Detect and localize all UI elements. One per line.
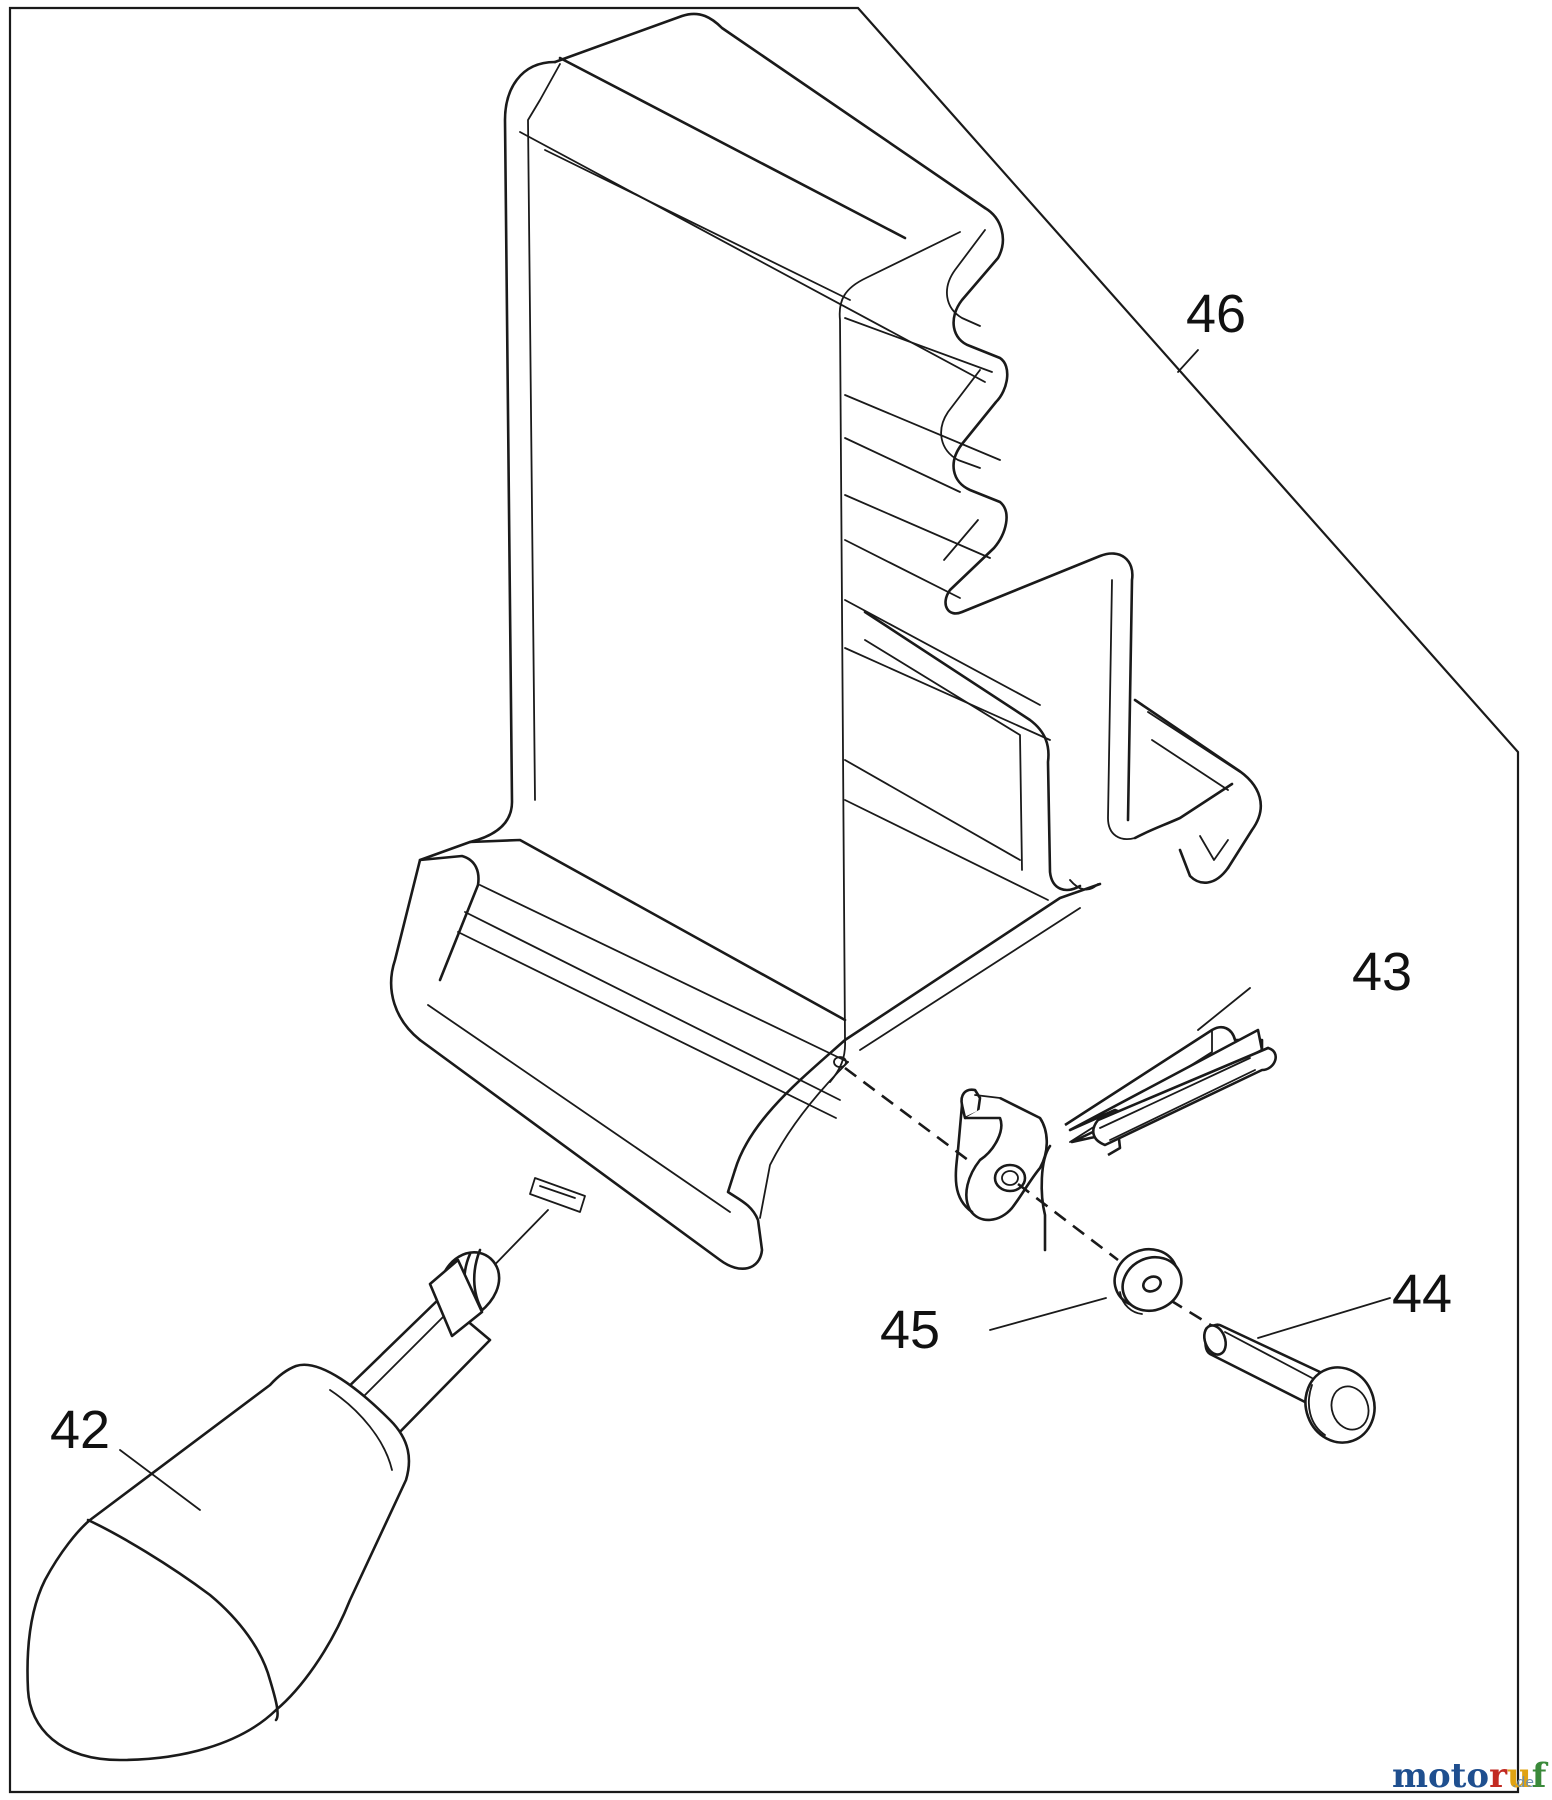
watermark-letter: o: [1466, 1756, 1489, 1796]
callout-46: 46: [1186, 284, 1246, 344]
callout-44: 44: [1392, 1264, 1452, 1324]
leader-42: [119, 1449, 201, 1511]
watermark-letter: r: [1489, 1756, 1508, 1796]
leader-46: [1177, 349, 1199, 373]
part-42-knob: [26, 1248, 501, 1762]
callout-43: 43: [1352, 942, 1412, 1002]
part-45-washer: [1113, 1247, 1183, 1315]
svg-text:motoruf: motoruf: [1392, 1756, 1549, 1796]
part-43-latch-plate: [954, 1026, 1277, 1252]
watermark-letter: o: [1428, 1756, 1451, 1796]
part-46-bracket: [389, 12, 1263, 1270]
leader-44: [1257, 1297, 1391, 1339]
leader-45: [989, 1297, 1107, 1331]
leader-43: [1197, 987, 1251, 1031]
callout-45: 45: [880, 1300, 940, 1360]
watermark-logo: motoruf .de: [1392, 1756, 1549, 1796]
watermark-letter: f: [1532, 1756, 1549, 1796]
diagram-frame: [8, 6, 1520, 1794]
assembly-axis-lower: [1017, 1182, 1223, 1334]
watermark-letter: t: [1451, 1756, 1467, 1796]
part-44-pin: [1202, 1323, 1376, 1444]
callout-42: 42: [50, 1400, 110, 1460]
watermark-letter: u: [1507, 1756, 1532, 1796]
assembly-axis-upper: [844, 1066, 969, 1162]
watermark-letter: m: [1392, 1756, 1428, 1796]
watermark-suffix: .de: [1512, 1775, 1534, 1791]
